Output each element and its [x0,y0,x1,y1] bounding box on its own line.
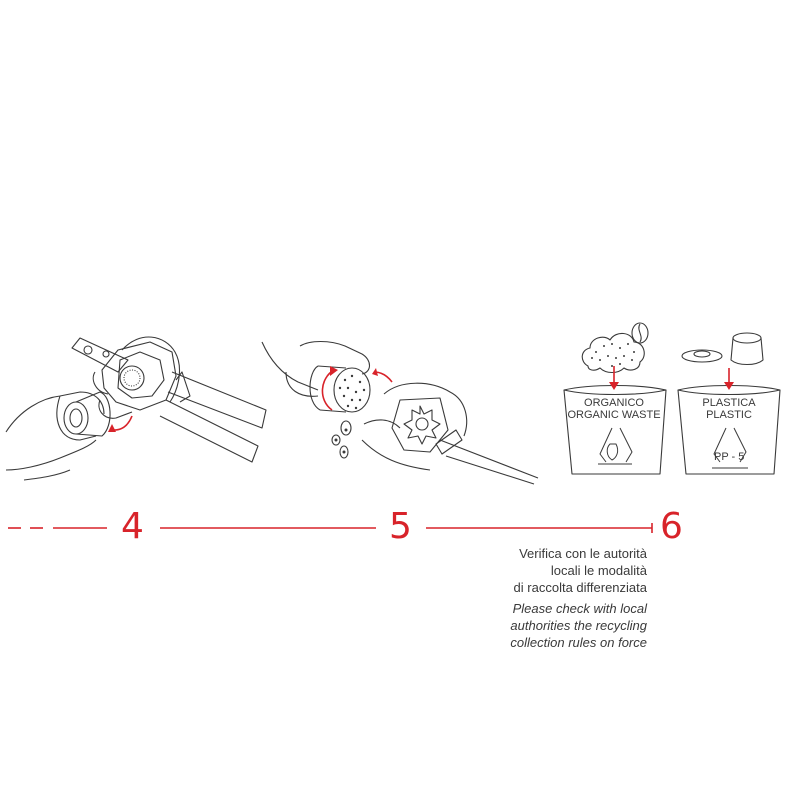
note-it-line-1: Verifica con le autorità [519,546,647,561]
plastic-bin-label: PLASTICA PLASTIC [674,397,784,421]
pp5-code: PP - 5 [714,451,745,463]
recycling-note-italian: Verifica con le autorità locali le modal… [514,545,647,596]
note-en-line-1: Please check with local [512,601,647,616]
note-en-line-3: collection rules on force [510,635,647,650]
note-en-line-2: authorities the recycling [510,618,647,633]
step-number-4: 4 [121,506,144,547]
organic-label-en: ORGANIC WASTE [567,409,661,421]
recycling-note-english: Please check with local authorities the … [510,600,647,651]
plastic-label-en: PLASTIC [706,409,752,421]
coffee-bean-icon [631,322,649,344]
plastic-label-it: PLASTICA [702,397,756,409]
note-it-line-2: locali le modalità [550,563,647,578]
step-number-6: 6 [660,506,683,547]
coffee-grounds-icon [581,332,645,374]
organic-bin-label: ORGANICO ORGANIC WASTE [559,397,669,421]
plastic-bin-icon [677,384,781,475]
capsule-lid-icon [681,349,723,363]
organic-label-it: ORGANICO [584,397,644,409]
note-it-line-3: di raccolta differenziata [513,580,647,595]
organic-bin-icon [563,384,667,475]
apple-core-icon [606,443,619,461]
step-number-5: 5 [389,506,412,547]
